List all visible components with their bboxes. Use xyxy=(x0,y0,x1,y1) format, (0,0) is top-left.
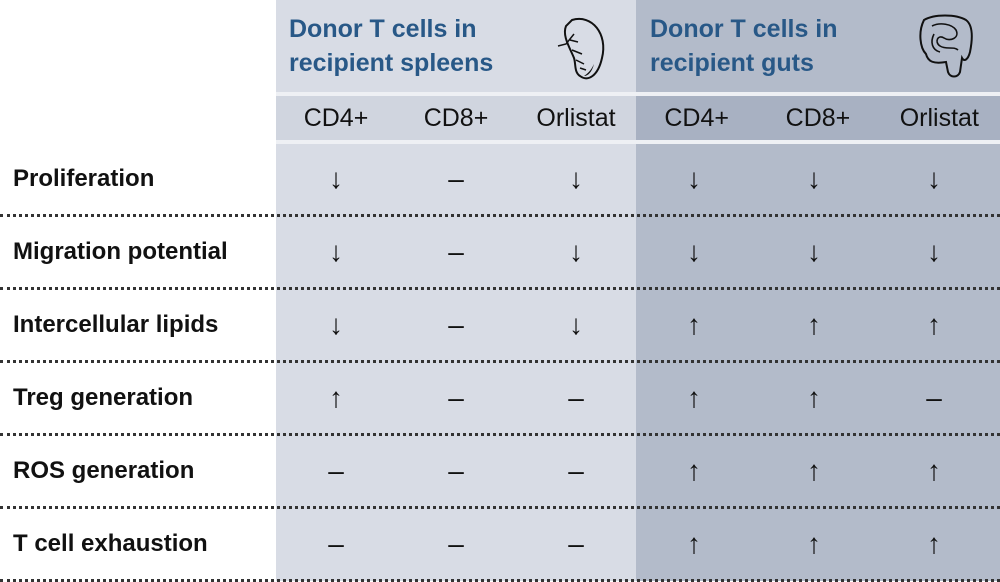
table-cell: ↑ xyxy=(927,528,941,559)
spleen-title-line1: Donor T cells in xyxy=(289,15,477,43)
table-cell: ↑ xyxy=(807,528,821,559)
table-cell: ↓ xyxy=(807,163,821,194)
spleen-title-line2: recipient spleens xyxy=(289,49,494,77)
row-label: Treg generation xyxy=(13,384,194,411)
table-cell: ↓ xyxy=(927,236,941,267)
spleen-icon xyxy=(557,17,605,80)
gut-column-headers: CD4+ CD8+ Orlistat xyxy=(636,96,1000,140)
table-cell: – xyxy=(448,528,464,559)
col-gut-cd4: CD4+ xyxy=(664,104,729,132)
table-cell: ↑ xyxy=(807,309,821,340)
table-cell: ↓ xyxy=(329,236,343,267)
col-spleen-cd4: CD4+ xyxy=(303,104,369,132)
table-cell: – xyxy=(448,382,464,413)
gut-title-line1: Donor T cells in xyxy=(650,15,838,43)
gut-title-line2: recipient guts xyxy=(650,49,814,77)
table-row: Intercellular lipids ↓ – ↓ ↑ ↑ ↑ xyxy=(0,290,1000,363)
col-spleen-cd8: CD8+ xyxy=(423,104,489,132)
table-row: Proliferation ↓ – ↓ ↓ ↓ ↓ xyxy=(0,144,1000,217)
table-cell: ↓ xyxy=(329,309,343,340)
table-cell: ↓ xyxy=(569,236,583,267)
table-row: Treg generation ↑ – – ↑ ↑ – xyxy=(0,363,1000,436)
row-label: ROS generation xyxy=(13,457,195,484)
table-cell: ↑ xyxy=(687,309,701,340)
col-spleen-orlistat: Orlistat xyxy=(536,104,616,132)
header-gap xyxy=(276,92,1000,96)
col-gut-orlistat: Orlistat xyxy=(899,104,979,132)
table-cell: ↑ xyxy=(329,382,343,413)
table-cell: – xyxy=(568,455,584,486)
table-cell: – xyxy=(448,309,464,340)
table-cell: – xyxy=(926,382,942,413)
table-cell: ↓ xyxy=(329,163,343,194)
spleen-column-headers: CD4+ CD8+ Orlistat xyxy=(276,96,636,140)
table-cell: ↑ xyxy=(687,382,701,413)
table-cell: ↑ xyxy=(807,455,821,486)
col-gut-cd8: CD8+ xyxy=(785,104,851,132)
table-cell: – xyxy=(568,528,584,559)
row-label: Intercellular lipids xyxy=(13,311,219,338)
table-cell: ↓ xyxy=(687,163,701,194)
table-cell: ↓ xyxy=(927,163,941,194)
table-cell: – xyxy=(448,163,464,194)
table-cell: ↓ xyxy=(569,309,583,340)
table-cell: – xyxy=(448,236,464,267)
table-row: Migration potential ↓ – ↓ ↓ ↓ ↓ xyxy=(0,217,1000,290)
spleen-title: Donor T cells in recipient spleens xyxy=(289,12,493,80)
intestine-icon xyxy=(919,14,973,78)
table-cell: ↑ xyxy=(927,455,941,486)
table-cell: ↑ xyxy=(687,455,701,486)
row-label: T cell exhaustion xyxy=(13,530,208,557)
table-cell: ↑ xyxy=(687,528,701,559)
table-cell: – xyxy=(568,382,584,413)
row-label: Migration potential xyxy=(13,238,228,265)
table-row: ROS generation – – – ↑ ↑ ↑ xyxy=(0,436,1000,509)
table-cell: – xyxy=(448,455,464,486)
table-cell: ↑ xyxy=(927,309,941,340)
table-cell: ↓ xyxy=(687,236,701,267)
header-gap xyxy=(276,140,1000,144)
table-cell: – xyxy=(328,528,344,559)
gut-title: Donor T cells in recipient guts xyxy=(650,12,838,80)
row-label: Proliferation xyxy=(13,165,155,192)
table-cell: ↑ xyxy=(807,382,821,413)
table-cell: ↓ xyxy=(807,236,821,267)
table-cell: – xyxy=(328,455,344,486)
table-cell: ↓ xyxy=(569,163,583,194)
table-row: T cell exhaustion – – – ↑ ↑ ↑ xyxy=(0,509,1000,582)
